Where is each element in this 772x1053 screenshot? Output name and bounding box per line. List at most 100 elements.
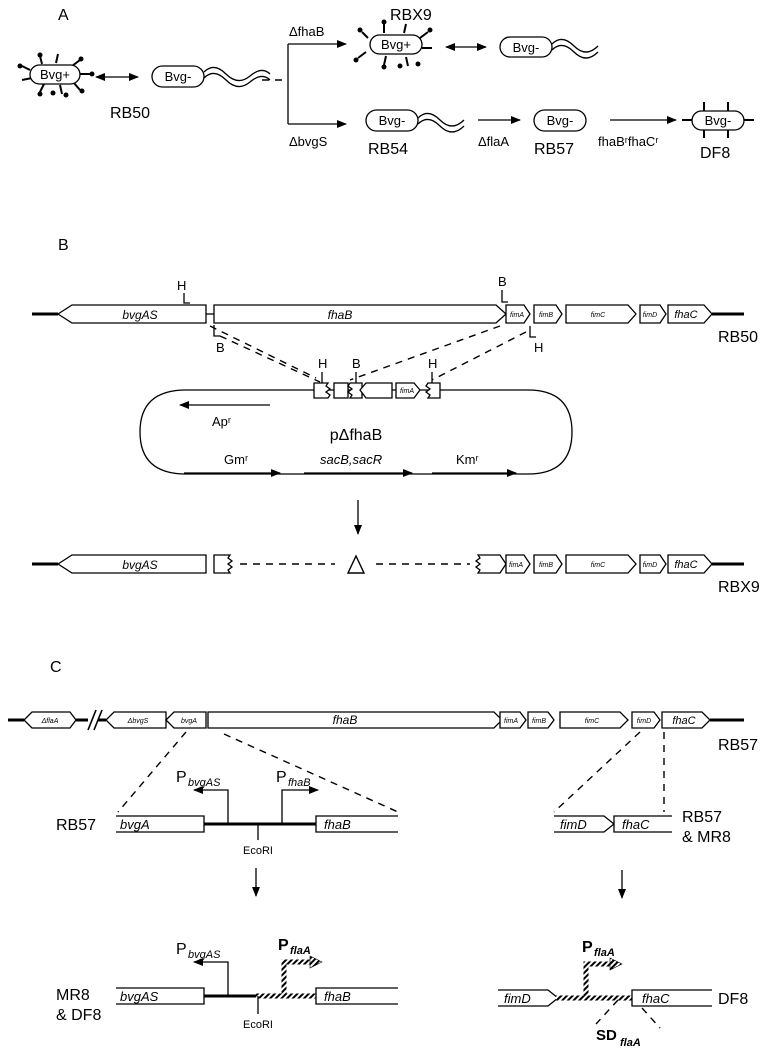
rb54-bvg-minus-cell: Bvg- — [365, 109, 465, 133]
rb57-bvgs-label: ΔbvgS — [127, 718, 149, 725]
df8-fhac — [631, 989, 712, 1007]
mr8-df8-fhab — [315, 987, 398, 1005]
fhabr-fhacr-label: fhaBʳfhaCʳ — [598, 134, 658, 149]
apr-marker-label: Apʳ — [212, 414, 231, 429]
delta-bvgs-label: ΔbvgS — [289, 134, 328, 149]
rb57-bvg-minus-label: Bvg- — [547, 113, 574, 128]
rb57-detail-bvga-label: bvgA — [120, 817, 150, 832]
p-bvgas-promoter — [193, 786, 229, 824]
rbx9-fhac-label: fhaC — [674, 559, 697, 571]
df8-bvg-minus-label: Bvg- — [705, 113, 732, 128]
mr8-df8-fhab-label: fhaB — [324, 989, 351, 1004]
deletion-triangle — [346, 554, 366, 574]
df8-bvg-minus-cell: Bvg- — [682, 102, 754, 138]
rb57-detail-fhab-label: fhaB — [324, 817, 351, 832]
rb57-fimb-gene — [527, 711, 555, 729]
delta-flaa-label: ΔflaA — [478, 134, 509, 149]
kmr-marker-label: Kmʳ — [456, 452, 479, 467]
mr8-df8-label-1: MR8 — [56, 987, 90, 1004]
mr8-df8-label-2: & DF8 — [56, 1007, 101, 1024]
rb50-strain-label: RB50 — [110, 105, 150, 122]
rb57-flaa-label: ΔflaA — [41, 718, 59, 725]
rb57-detail-strain-label: RB57 — [56, 817, 96, 834]
df8-fhac-label: fhaC — [642, 991, 670, 1006]
rbx9-bvg-minus-label: Bvg- — [513, 40, 540, 55]
rb50-bvg-minus-cell: Bvg- — [151, 65, 271, 88]
rb57-mr8-fhac — [613, 815, 672, 833]
panel-a: A Bvg+ Bvg- — [17, 7, 754, 162]
rbx9-bvg-plus-cell: Bvg+ — [353, 19, 433, 70]
gmr-marker-label: Gmʳ — [224, 452, 248, 467]
p-flaa-promoter-left — [281, 959, 310, 996]
rb57-bvg-minus-cell: Bvg- — [533, 109, 587, 132]
sd-flaa-sub: flaA — [620, 1037, 641, 1049]
rb50-bvg-plus-label: Bvg+ — [40, 67, 70, 82]
rb50-bvgas-label: bvgAS — [122, 308, 157, 322]
rb54-strain-label: RB54 — [368, 141, 408, 158]
site-b-1: B — [498, 274, 507, 289]
sd-flaa-main: SD — [596, 1027, 617, 1044]
rb50-fimd-gene — [639, 304, 667, 324]
panel-c-label: C — [50, 659, 62, 676]
rb57-locus-strain-label: RB57 — [718, 737, 758, 754]
rbx9-fimd-label: fimD — [643, 562, 657, 569]
mr8-df8-bvgas-label: bvgAS — [120, 989, 159, 1004]
rb57-fhab-gene — [207, 711, 503, 729]
site-b-2: B — [216, 340, 225, 355]
p-bvgas-sub: bvgAS — [188, 777, 221, 789]
rb50-fhac-label: fhaC — [674, 309, 697, 321]
rb57-fhac-label: fhaC — [672, 715, 695, 727]
p-flaa-sub-right: flaA — [594, 947, 615, 959]
site-h-3: H — [318, 356, 327, 371]
p-flaa-promoter-right — [583, 961, 610, 998]
rb50-fimc-label: fimC — [591, 312, 606, 319]
panel-a-label: A — [58, 7, 69, 24]
rbx9-locus-strain-label: RBX9 — [718, 579, 760, 596]
panel-b: B bvgAS fhaB fimA fimB fimC fimD fhaC RB… — [32, 237, 760, 596]
rb57-mr8-label-2: & MR8 — [682, 829, 731, 846]
rb57-fima-label: fimA — [504, 718, 518, 725]
mr8-df8-ecori-label: EcoRI — [243, 1019, 273, 1031]
rb57-fima-gene — [499, 711, 527, 729]
rb57-fimc-label: fimC — [585, 718, 600, 725]
site-h-4: H — [428, 356, 437, 371]
site-h-2: H — [534, 340, 543, 355]
p-flaa-sub-left: flaA — [290, 945, 311, 957]
rb50-fhab-label: fhaB — [328, 308, 353, 322]
p-fhab-p: P — [276, 769, 287, 786]
rbx9-bvg-minus-cell: Bvg- — [499, 36, 599, 59]
rb50-fima-label: fimA — [510, 312, 524, 319]
panel-c: C ΔflaA ΔbvgS bvgA fhaB fimA fimB fimC f… — [8, 659, 758, 1049]
rbx9-bvgas-label: bvgAS — [122, 558, 157, 572]
p-flaa-p-right: P — [582, 939, 593, 956]
df8-locus-strain-label: DF8 — [718, 991, 748, 1008]
rb57-fimb-label: fimB — [532, 718, 546, 725]
plasmid-backbone — [139, 389, 573, 475]
p-fhab-promoter — [281, 786, 319, 824]
rb50-fhab-gene — [213, 304, 507, 324]
rb57-fimc-gene — [559, 711, 629, 729]
rb50-fimc-gene — [565, 304, 637, 324]
plasmid-name: pΔfhaB — [330, 427, 383, 444]
rb57-fhac-gene — [661, 711, 711, 729]
rb57-mr8-label-1: RB57 — [682, 809, 722, 826]
rbx9-bvg-plus-label: Bvg+ — [381, 37, 411, 52]
plasmid-fima-label: fimA — [400, 388, 414, 395]
rb57-fimd-gene — [631, 711, 661, 729]
rbx9-strain-label: RBX9 — [390, 7, 432, 24]
sacb-marker-label: sacB,sacR — [320, 452, 382, 467]
rb50-bvg-minus-label: Bvg- — [165, 69, 192, 84]
rb50-fimb-label: fimB — [539, 312, 553, 319]
p-fhab-sub: fhaB — [288, 777, 311, 789]
df8-fimd-label: fimD — [504, 991, 531, 1006]
site-h-1: H — [177, 278, 186, 293]
df8-strain-label: DF8 — [700, 145, 730, 162]
p-flaa-p-left: P — [278, 937, 289, 954]
rb57-strain-label: RB57 — [534, 141, 574, 158]
rb57-mr8-fhac-label: fhaC — [622, 817, 650, 832]
site-b-3: B — [352, 356, 361, 371]
p-bvgas-p-mr8: P — [176, 941, 187, 958]
rb50-locus-strain-label: RB50 — [718, 329, 758, 346]
p-bvgas-p: P — [176, 769, 187, 786]
